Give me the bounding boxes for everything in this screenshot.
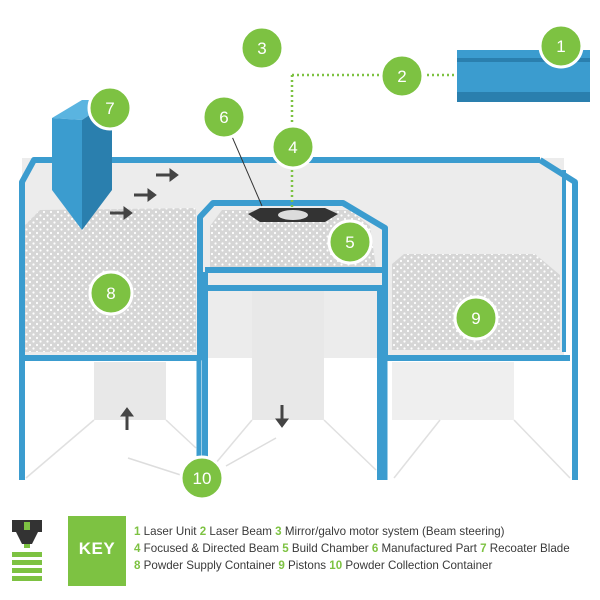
badge-circle [87,85,133,131]
legend-label: Powder Supply Container [140,559,279,572]
legend-item-9: 9 Pistons [278,559,329,572]
legend-number: 4 [134,542,141,555]
badge-9: 9 [453,295,499,341]
badge-4: 4 [270,124,316,170]
badge-number: 9 [471,309,480,328]
badge-circle [270,124,316,170]
legend-label: Laser Unit [140,525,200,538]
3d-printer-nozzle-icon [12,520,42,581]
legend-line-2: 4 Focused & Directed Beam 5 Build Chambe… [134,540,594,557]
badge-number: 7 [105,99,114,118]
badge-2: 2 [379,53,425,99]
recoater-blade-front [52,118,82,230]
legend-label: Recoater Blade [486,542,570,555]
machine-frame [19,157,578,480]
badge-6: 6 [201,94,247,140]
collection-container-base [392,362,514,420]
legend-label: Laser Beam [206,525,276,538]
legend-number: 10 [329,559,343,572]
legend-label: Powder Collection Container [342,559,493,572]
legend-label: Build Chamber [288,542,372,555]
legend-item-2: 2 Laser Beam [200,525,275,538]
badge-circle [179,455,225,501]
badge-number: 1 [556,37,565,56]
badge-8: 8 [88,270,134,316]
badge-number: 2 [397,67,406,86]
badge-1: 1 [538,23,584,69]
legend-number: 9 [278,559,285,572]
badge-number: 10 [193,469,212,488]
key-legend: 1 Laser Unit 2 Laser Beam 3 Mirror/galvo… [134,523,594,574]
legend-item-7: 7 Recoater Blade [480,542,570,555]
badge-number: 3 [257,39,266,58]
recoater-blade-side [82,100,112,230]
legend-number: 3 [275,525,282,538]
legend-item-4: 4 Focused & Directed Beam [134,542,282,555]
badge-circle [88,270,134,316]
badge-circle [453,295,499,341]
legend-number: 5 [282,542,289,555]
legend-number: 8 [134,559,141,572]
manufactured-part-hole [278,210,308,220]
legend-label: Manufactured Part [378,542,481,555]
badge-circle [327,219,373,265]
legend-number: 1 [134,525,141,538]
badge-circle [201,94,247,140]
key-box: KEY [68,516,126,586]
legend-item-1: 1 Laser Unit [134,525,200,538]
badge-circle [239,25,285,71]
legend-label: Mirror/galvo motor system (Beam steering… [281,525,505,538]
badge-circle [379,53,425,99]
movement-arrows [110,168,289,430]
badge-10: 10 [179,455,225,501]
legend-item-10: 10 Powder Collection Container [329,559,492,572]
build-piston-shaft [252,285,324,420]
legend-label: Pistons [284,559,330,572]
legend-number: 2 [199,525,207,538]
badge-circle [538,23,584,69]
badge-5: 5 [327,219,373,265]
legend-item-6: 6 Manufactured Part [372,542,480,555]
badge-number: 6 [219,108,228,127]
badge-7: 7 [87,85,133,131]
badge-number: 8 [106,284,115,303]
legend-label: Focused & Directed Beam [140,542,283,555]
legend-item-5: 5 Build Chamber [282,542,372,555]
supply-piston-shaft [94,362,166,420]
legend-line-1: 1 Laser Unit 2 Laser Beam 3 Mirror/galvo… [134,523,594,540]
key-title: KEY [78,539,116,558]
legend-item-3: 3 Mirror/galvo motor system (Beam steeri… [275,525,504,538]
legend-number: 7 [480,542,487,555]
badge-3: 3 [239,25,285,71]
legend-number: 6 [371,542,379,555]
legend-item-8: 8 Powder Supply Container [134,559,278,572]
badge-number: 5 [345,233,354,252]
badge-number: 4 [288,138,297,157]
legend-line-3: 8 Powder Supply Container 9 Pistons 10 P… [134,557,594,574]
